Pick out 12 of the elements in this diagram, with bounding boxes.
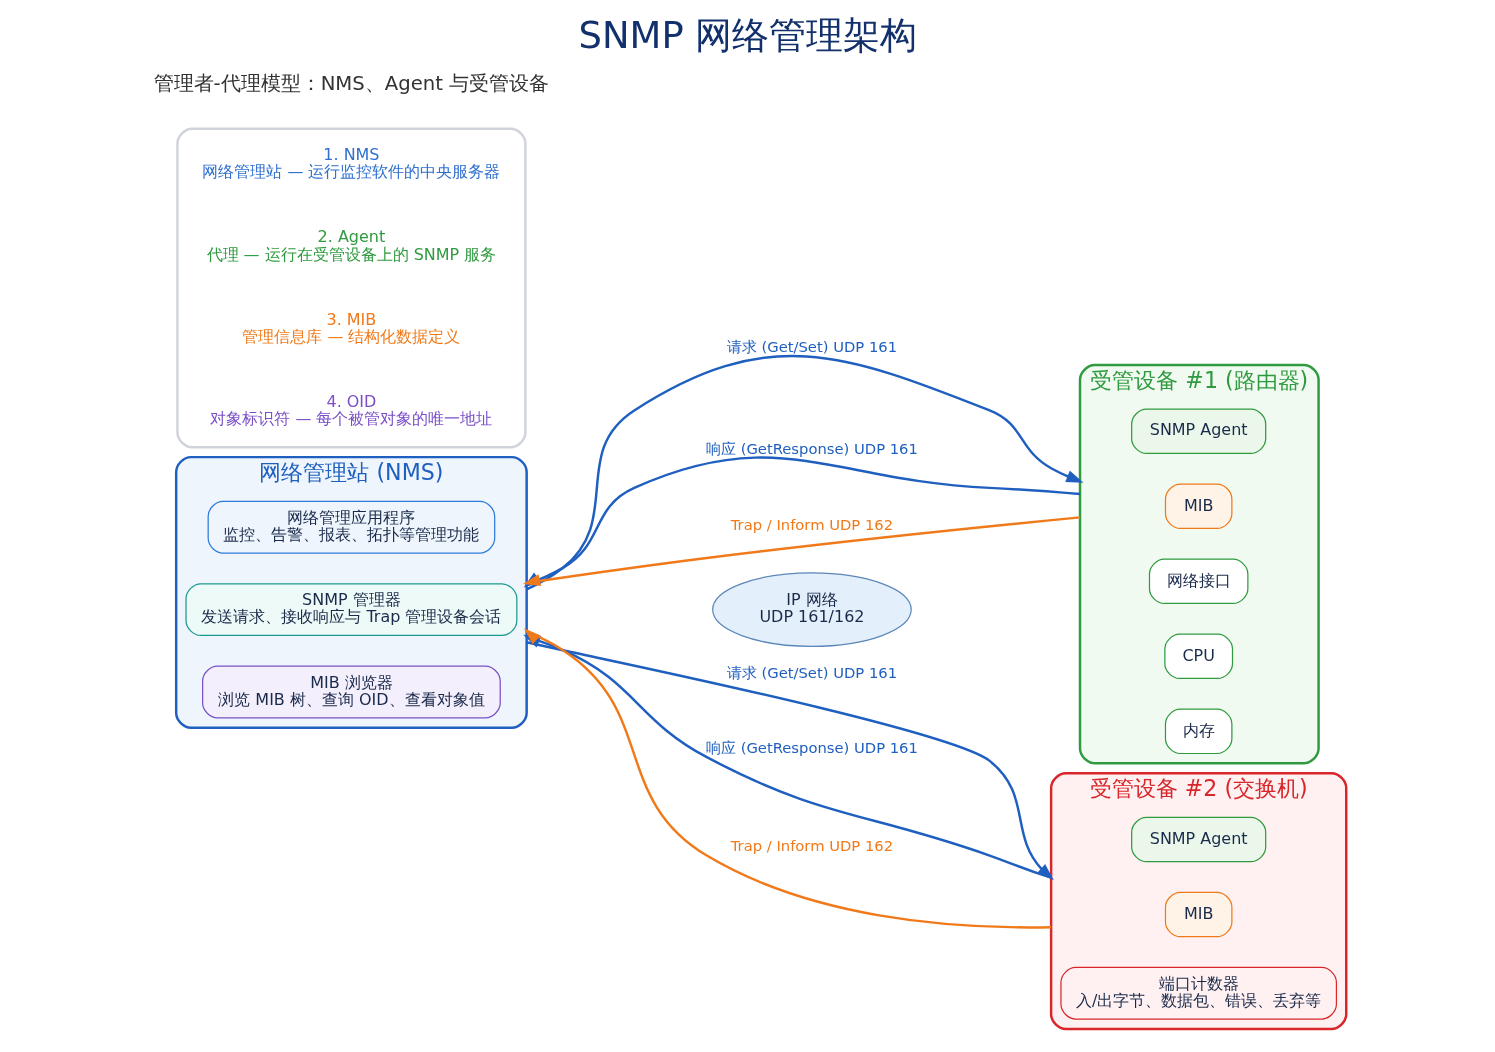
node-text: 2. Agent 代理 — 运行在受管设备上的 SNMP 服务 (206, 227, 496, 264)
node-text: 4. OID 对象标识符 — 每个被管对象的唯一地址 (209, 392, 492, 429)
edge-label: Trap / Inform UDP 162 (730, 516, 893, 534)
label: 管理者-代理模型：NMS、Agent 与受管设备 (153, 72, 549, 96)
edge-label: 响应 (GetResponse) UDP 161 (705, 440, 918, 458)
edge-label: 请求 (Get/Set) UDP 161 (726, 338, 897, 356)
node-text: 1. NMS 网络管理站 — 运行监控软件的中央服务器 (201, 145, 500, 182)
edge-label: 请求 (Get/Set) UDP 161 (726, 663, 897, 681)
diagram-title: SNMP 网络管理架构 (578, 13, 917, 57)
edge-label: 响应 (GetResponse) UDP 161 (705, 739, 918, 756)
edge-label: Trap / Inform UDP 162 (730, 837, 893, 855)
node-text: 3. MIB 管理信息库 — 结构化数据定义 (241, 309, 460, 347)
